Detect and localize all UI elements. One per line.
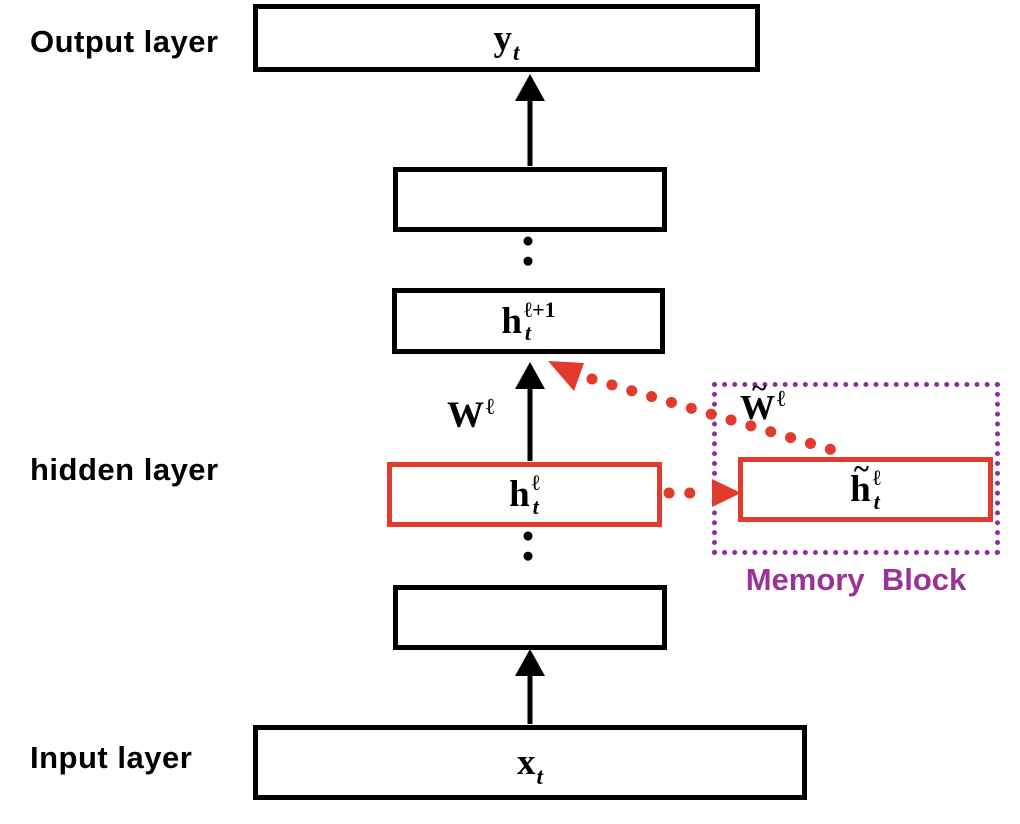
lower-hidden-node-box — [393, 585, 667, 650]
arrow-upperhidden-to-output — [515, 74, 545, 166]
tilde-accent: ~ — [853, 453, 869, 486]
output-layer-label: Output layer — [30, 24, 219, 59]
hidden-layer-label: hidden layer — [30, 452, 219, 487]
arrow-hidden-to-hiddenplus1 — [515, 362, 545, 461]
memory-block-rect — [712, 382, 1000, 555]
upper-hidden-node-box — [393, 167, 667, 232]
tilde-accent: ~ — [752, 373, 767, 403]
input-layer-label: Input layer — [30, 740, 193, 775]
arrow-input-to-lowerhidden — [515, 649, 545, 724]
memory-block-label: Memory Block — [745, 562, 967, 597]
